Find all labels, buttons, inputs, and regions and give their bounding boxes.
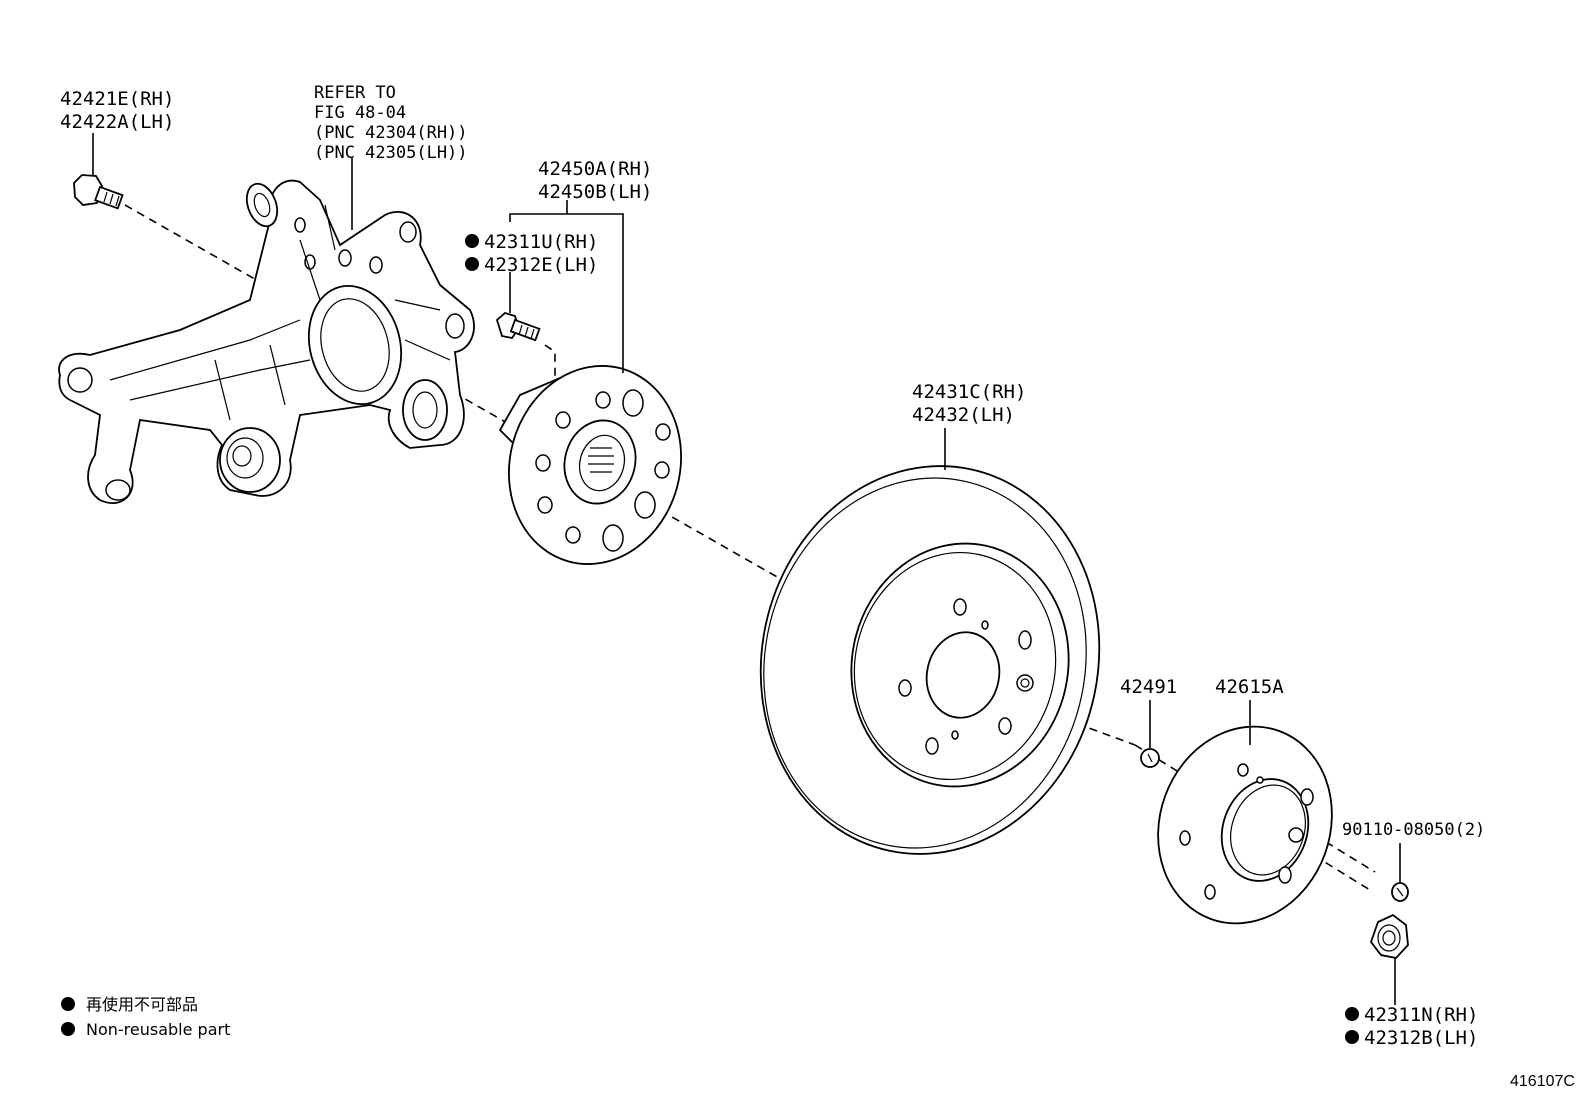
steering-knuckle-part[interactable] — [58, 158, 475, 505]
svg-text:(PNC 42304(RH)): (PNC 42304(RH)) — [314, 123, 468, 143]
non-reusable-marker — [465, 234, 479, 248]
rear-axle-hub-part[interactable] — [487, 200, 703, 584]
knuckle-bolt-part[interactable] — [73, 133, 124, 210]
legend-marker — [61, 1022, 75, 1036]
label-hub-bolt[interactable]: 42311U(RH) 42312E(LH) — [465, 231, 598, 276]
svg-text:42432(LH): 42432(LH) — [912, 404, 1015, 426]
non-reusable-marker — [1345, 1030, 1359, 1044]
svg-text:42450B(LH): 42450B(LH) — [538, 181, 652, 203]
svg-text:FIG 48-04: FIG 48-04 — [314, 103, 406, 123]
brake-disc-part[interactable] — [725, 428, 1135, 886]
svg-text:42311U(RH): 42311U(RH) — [484, 231, 598, 253]
non-reusable-marker — [465, 257, 479, 271]
svg-text:42491: 42491 — [1120, 676, 1177, 698]
non-reusable-marker — [1345, 1007, 1359, 1021]
svg-text:(PNC 42305(LH)): (PNC 42305(LH)) — [314, 143, 468, 163]
label-knuckle-bolt[interactable]: 42421E(RH) 42422A(LH) — [60, 88, 174, 133]
figure-code: 416107C — [1510, 1073, 1575, 1090]
label-disc-cap[interactable]: 42491 — [1120, 676, 1177, 698]
svg-text:42422A(LH): 42422A(LH) — [60, 111, 174, 133]
svg-text:90110-08050(2): 90110-08050(2) — [1342, 820, 1485, 840]
label-hub-assembly[interactable]: 42450A(RH) 42450B(LH) — [538, 158, 652, 203]
hub-bolt-part[interactable] — [495, 272, 541, 342]
legend-marker — [61, 997, 75, 1011]
svg-text:42312B(LH): 42312B(LH) — [1364, 1027, 1478, 1049]
svg-text:42615A: 42615A — [1215, 676, 1284, 698]
legend-en: Non-reusable part — [86, 1020, 230, 1039]
svg-text:42312E(LH): 42312E(LH) — [484, 254, 598, 276]
legend: 再使用不可部品 Non-reusable part — [61, 995, 230, 1039]
label-knuckle-reference[interactable]: REFER TO FIG 48-04 (PNC 42304(RH)) (PNC … — [314, 83, 468, 163]
hub-nut-part[interactable] — [1369, 913, 1409, 1005]
wheel-disc-part[interactable] — [1131, 700, 1359, 948]
svg-text:42450A(RH): 42450A(RH) — [538, 158, 652, 180]
label-wheel-disc[interactable]: 42615A — [1215, 676, 1284, 698]
svg-text:42421E(RH): 42421E(RH) — [60, 88, 174, 110]
legend-jp: 再使用不可部品 — [86, 995, 198, 1014]
label-hub-nut[interactable]: 42311N(RH) 42312B(LH) — [1345, 1004, 1478, 1049]
svg-text:42311N(RH): 42311N(RH) — [1364, 1004, 1478, 1026]
disc-cap-part[interactable] — [1140, 700, 1160, 768]
screw-part[interactable] — [1391, 843, 1409, 902]
svg-text:42431C(RH): 42431C(RH) — [912, 381, 1026, 403]
label-screw[interactable]: 90110-08050(2) — [1342, 820, 1485, 840]
label-brake-disc[interactable]: 42431C(RH) 42432(LH) — [912, 381, 1026, 426]
svg-text:REFER TO: REFER TO — [314, 83, 396, 103]
